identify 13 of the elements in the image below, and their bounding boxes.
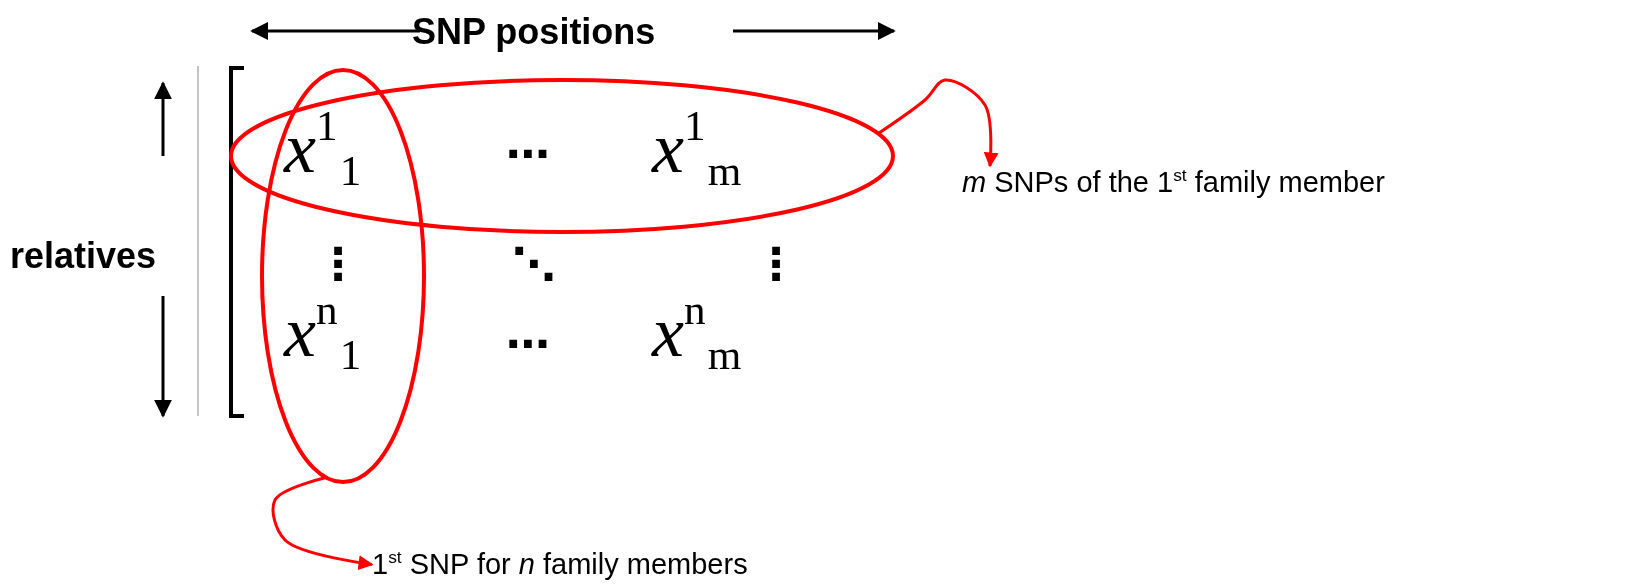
annotation-text: 1$^{st}$ SNP for n family members [372,548,748,581]
highlight-ellipse [260,68,426,484]
ellipsis: ⋯ [506,322,550,366]
ellipsis: ⋮ [316,242,360,286]
curved-arrow [271,476,374,571]
ellipsis: ⋯ [506,132,550,176]
curved-arrow [877,78,999,168]
highlight-ellipse [229,78,895,234]
ellipsis: ⋱ [512,242,556,286]
axis-label: SNP positions [412,14,656,50]
annotation-text: m SNPs of the 1$^{st}$ family member [962,166,1385,199]
axis-label: relatives [10,238,157,274]
ellipsis: ⋮ [754,242,798,286]
